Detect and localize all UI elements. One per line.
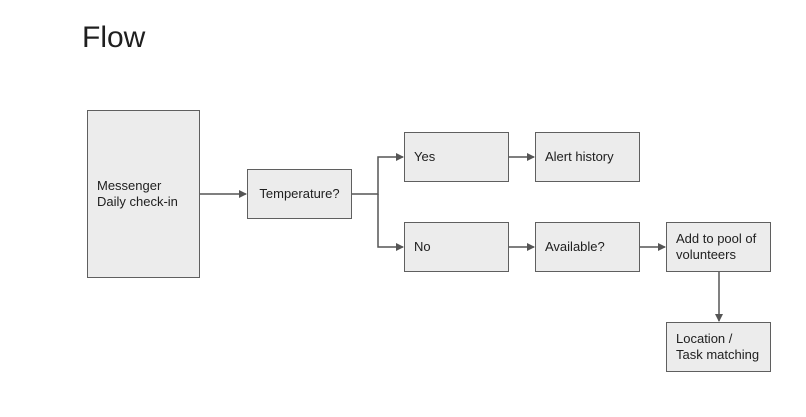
node-location-task-matching: Location / Task matching: [666, 322, 771, 372]
node-label: Add to pool of volunteers: [676, 231, 757, 262]
node-available: Available?: [535, 222, 640, 272]
edge-temperature-to-yes: [352, 153, 404, 195]
node-label: No: [414, 239, 431, 254]
node-label: Location / Task matching: [676, 331, 760, 362]
node-label: Available?: [545, 239, 605, 254]
node-no: No: [404, 222, 509, 272]
edge-temperature-to-no: [377, 194, 404, 251]
node-label: Yes: [414, 149, 436, 164]
node-add-to-pool-of-volunteers: Add to pool of volunteers: [666, 222, 771, 272]
node-temperature: Temperature?: [247, 169, 352, 219]
node-label: Alert history: [545, 149, 614, 164]
node-messenger-daily-check-in: Messenger Daily check-in: [87, 110, 200, 278]
node-yes: Yes: [404, 132, 509, 182]
node-label: Temperature?: [259, 186, 340, 201]
page-title: Flow: [82, 21, 146, 54]
node-alert-history: Alert history: [535, 132, 640, 182]
node-label: Messenger Daily check-in: [97, 178, 178, 209]
